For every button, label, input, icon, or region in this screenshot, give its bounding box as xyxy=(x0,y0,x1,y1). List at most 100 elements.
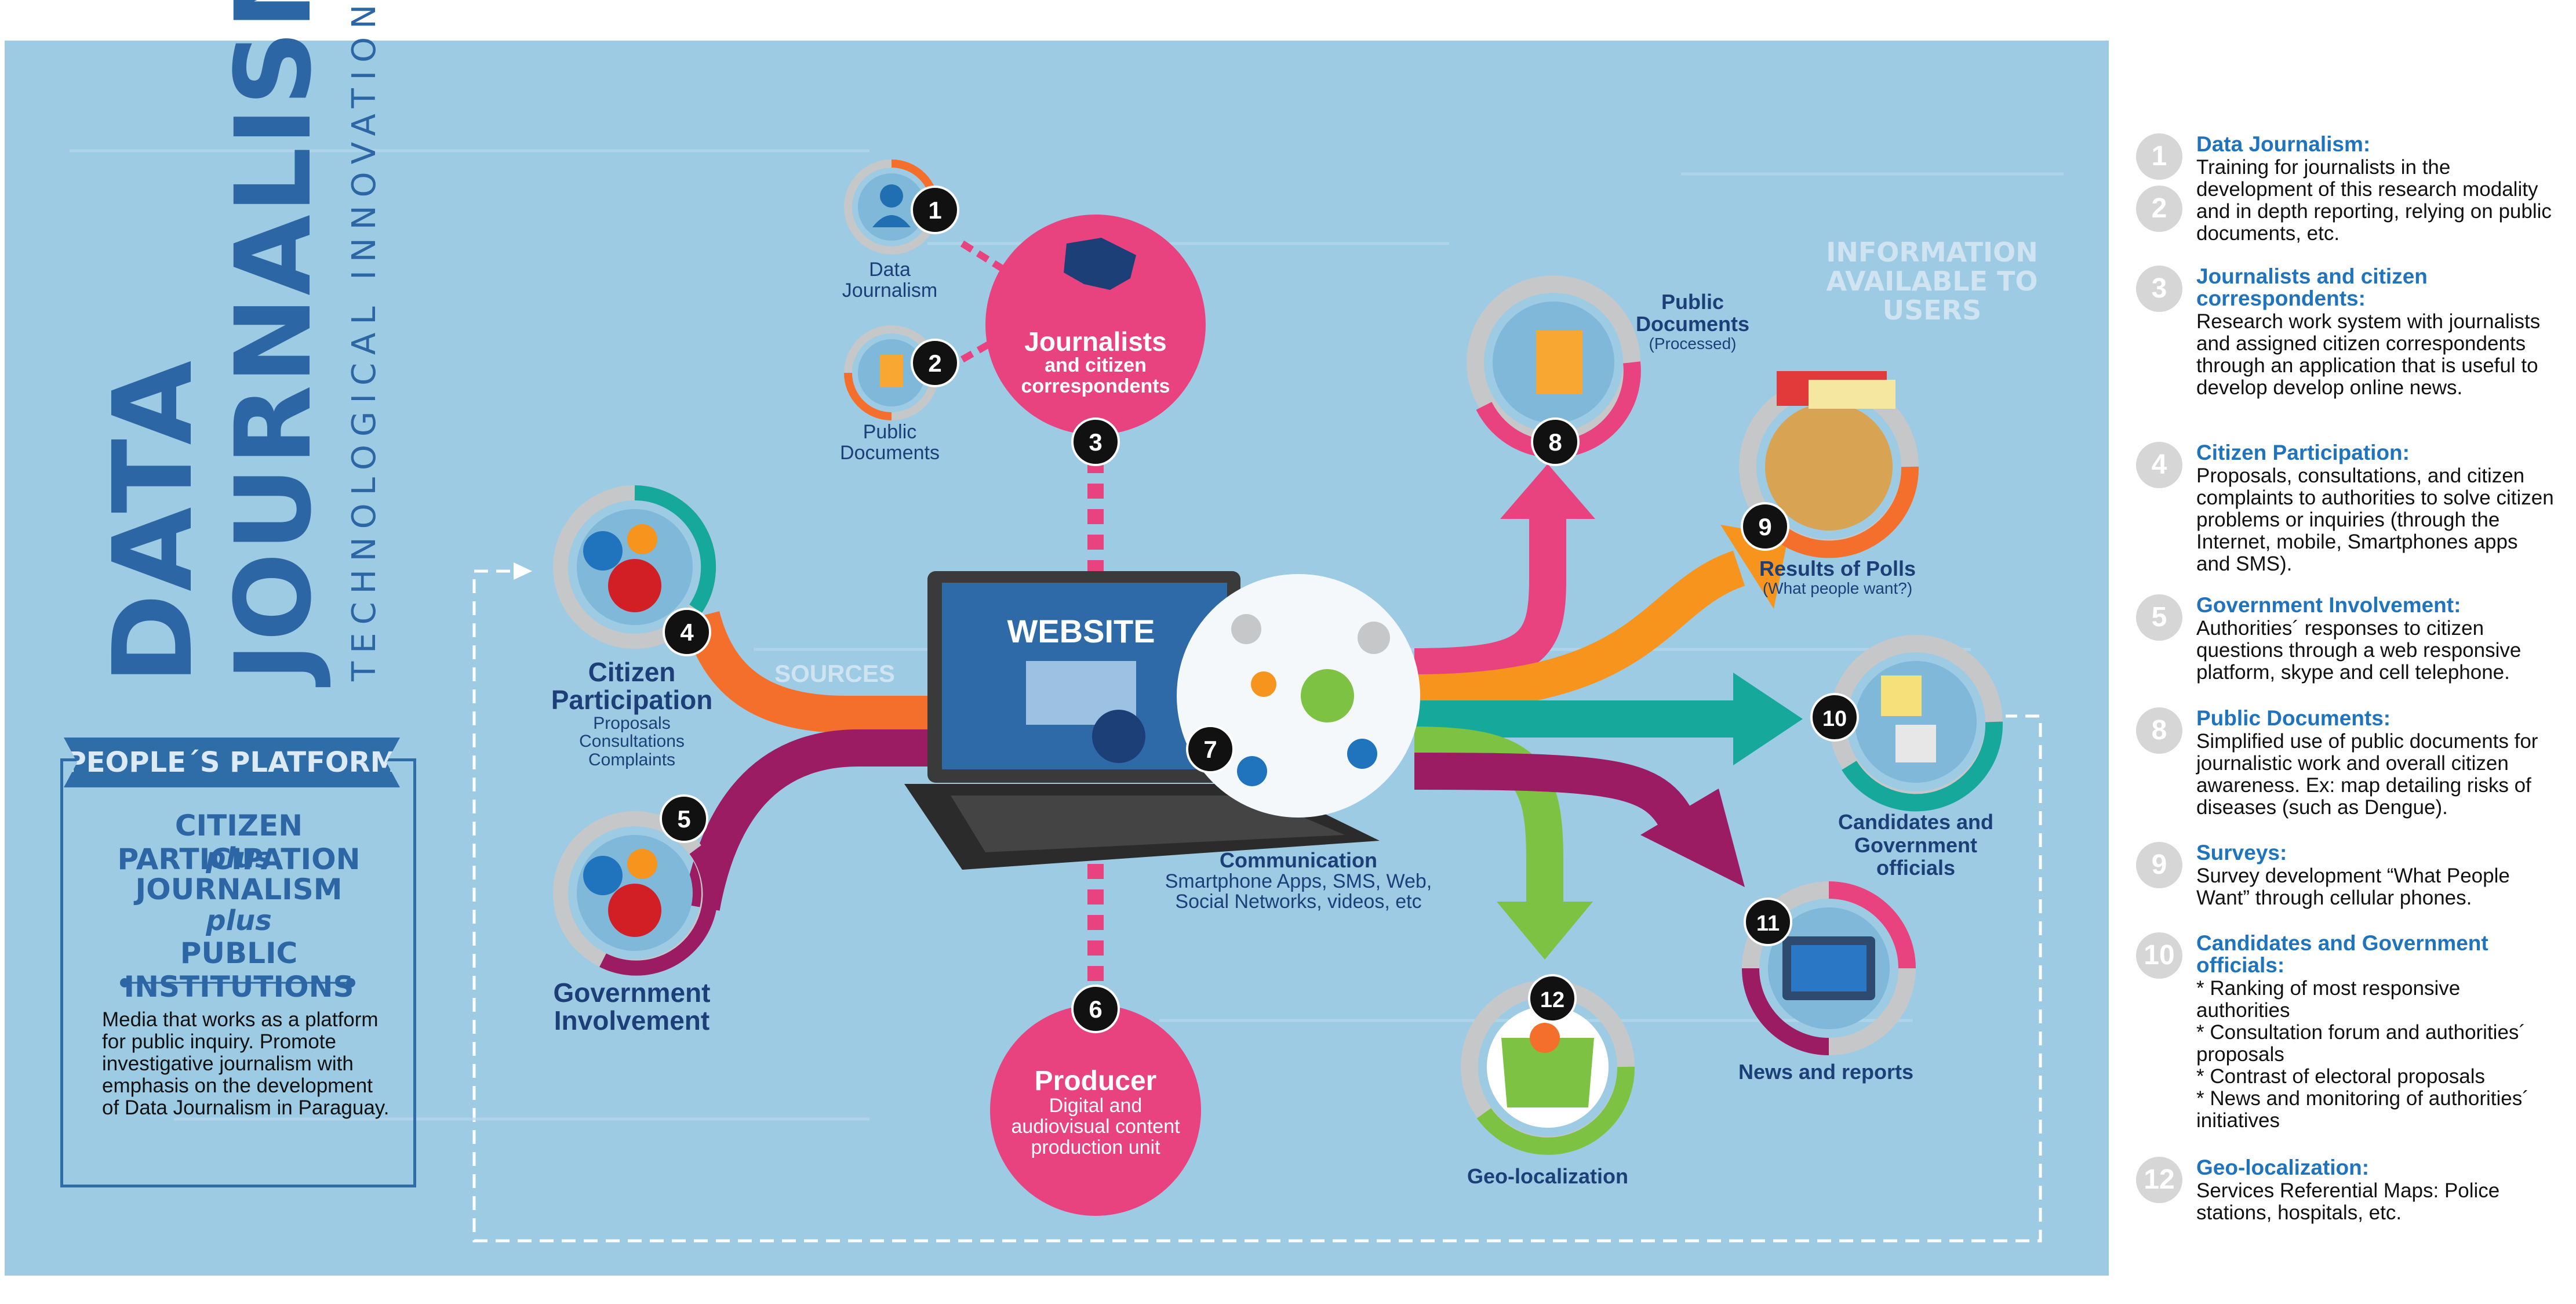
label-public-documents-processed: Public Documents (Processed) xyxy=(1623,291,1762,352)
badge-7: 7 xyxy=(1186,725,1235,773)
legend-text: Research work system with journalists an… xyxy=(2196,310,2541,399)
public-documents-processed-title: Public Documents xyxy=(1635,290,1750,336)
label-data-journalism: Data Journalism xyxy=(842,259,938,302)
platform-description: Media that works as a platform for publi… xyxy=(102,1008,390,1119)
journalists-title: Journalists xyxy=(1024,326,1167,357)
background-texture xyxy=(70,149,2064,1121)
arrow-geo-localization xyxy=(1497,902,1593,960)
citizen-participation-sub2: Consultations xyxy=(579,732,685,751)
node-candidates-icon xyxy=(1829,635,2003,812)
node-results-of-polls-icon xyxy=(1739,371,1919,558)
badge-8-number: 8 xyxy=(1548,428,1562,456)
news-reports-title: News and reports xyxy=(1738,1060,1914,1084)
flow-citizen-participation xyxy=(683,611,985,733)
platform-public-institutions: PUBLIC INSTITUTIONS xyxy=(123,936,354,1004)
legend-title: Citizen Participation: xyxy=(2196,441,2410,464)
peoples-platform-banner: PEOPLE´S PLATFORM xyxy=(64,738,400,787)
badge-2-number: 2 xyxy=(928,350,941,377)
citizen-participation-title: Citizen Participation xyxy=(551,657,713,715)
badge-9-number: 9 xyxy=(1758,513,1771,540)
information-available-label: INFORMATION AVAILABLE TO USERS xyxy=(1826,237,2038,326)
platform-plus-1: plus xyxy=(206,842,272,874)
legend-title: Government Involvement: xyxy=(2196,593,2461,617)
legend-title: Journalists and citizen correspondents: xyxy=(2196,264,2428,310)
node-public-documents-icon xyxy=(844,325,939,420)
legend-title: Surveys: xyxy=(2196,841,2287,865)
candidates-title: Candidates and Government officials xyxy=(1838,810,1994,880)
badge-1-number: 1 xyxy=(928,197,941,224)
node-producer-circle xyxy=(990,1005,1201,1216)
platform-journalism: JOURNALISM xyxy=(135,873,343,906)
label-citizen-participation: Citizen Participation Proposals Consulta… xyxy=(522,658,742,769)
legend-text: * Ranking of most responsive authorities… xyxy=(2196,978,2556,1132)
legend-title: Candidates and Government officials: xyxy=(2196,931,2488,977)
legend-title: Data Journalism: xyxy=(2196,132,2371,156)
connector-data-journalism xyxy=(960,240,1011,276)
citizen-participation-sub1: Proposals xyxy=(593,713,671,733)
legend-number: 5 xyxy=(2136,594,2182,641)
feedback-loop-arrowhead xyxy=(514,562,532,580)
flow-news-reports xyxy=(1414,753,1698,837)
sources-label: SOURCES xyxy=(774,660,895,687)
arrow-news-reports xyxy=(1640,789,1745,887)
results-of-polls-subtitle: (What people want?) xyxy=(1762,579,1913,597)
legend-number: 4 xyxy=(2136,442,2182,488)
legend-number: 2 xyxy=(2136,186,2182,232)
arrow-candidates xyxy=(1733,673,1803,765)
badge-6: 6 xyxy=(1071,985,1120,1033)
label-government-involvement: Government Involvement xyxy=(510,979,754,1035)
label-results-of-polls: Results of Polls (What people want?) xyxy=(1745,558,1930,597)
title-data: DATA xyxy=(90,358,217,684)
label-geo-localization: Geo-localization xyxy=(1449,1165,1646,1187)
journalists-subtitle: and citizen correspondents xyxy=(1021,354,1170,397)
label-communication: Communication Smartphone Apps, SMS, Web,… xyxy=(1154,849,1443,913)
node-journalists-circle xyxy=(985,215,1206,435)
legend-line: * Ranking of most responsive authorities xyxy=(2196,977,2461,1022)
badge-2: 2 xyxy=(911,339,959,387)
badge-1: 1 xyxy=(911,186,959,234)
public-documents-processed-subtitle: (Processed) xyxy=(1649,334,1737,353)
badge-5-number: 5 xyxy=(677,805,690,833)
producer-title: Producer xyxy=(1034,1066,1157,1096)
badge-12-number: 12 xyxy=(1540,988,1564,1012)
badge-10-number: 10 xyxy=(1822,707,1847,731)
badge-11: 11 xyxy=(1744,898,1792,946)
label-producer: Producer Digital and audiovisual content… xyxy=(1000,1066,1191,1158)
badge-3: 3 xyxy=(1071,417,1120,466)
legend-text: Proposals, consultations, and citizen co… xyxy=(2196,464,2554,575)
node-news-reports-icon xyxy=(1742,881,1916,1055)
label-public-documents: Public Documents xyxy=(840,421,940,464)
label-journalists: Journalists and citizen correspondents xyxy=(1000,328,1191,397)
legend-number: 1 xyxy=(2136,133,2182,180)
network-globe-icon xyxy=(1177,574,1420,818)
platform-divider xyxy=(120,978,355,987)
citizen-participation-sub3: Complaints xyxy=(588,750,676,769)
government-involvement-title: Government Involvement xyxy=(553,978,711,1036)
platform-plus-2: plus xyxy=(206,905,272,937)
legend-text: Authorities´ responses to citizen questi… xyxy=(2196,617,2522,684)
node-government-involvement-icon xyxy=(553,811,718,976)
badge-6-number: 6 xyxy=(1089,996,1102,1023)
communication-subtitle: Smartphone Apps, SMS, Web, Social Networ… xyxy=(1165,870,1432,913)
legend-line: * Consultation forum and authorities´ pr… xyxy=(2196,1021,2526,1066)
badge-4: 4 xyxy=(663,608,711,656)
flow-public-documents xyxy=(1414,516,1566,685)
geo-localization-title: Geo-localization xyxy=(1467,1164,1629,1188)
node-citizen-participation-icon xyxy=(553,485,716,649)
badge-7-number: 7 xyxy=(1203,736,1217,763)
legend-text: Simplified use of public documents for j… xyxy=(2196,730,2538,819)
communication-title: Communication xyxy=(1219,848,1377,872)
title-technological-innovations: TECHNOLOGICAL INNOVATIONS xyxy=(345,0,383,681)
legend-number: 8 xyxy=(2136,707,2182,754)
legend-number: 9 xyxy=(2136,842,2182,888)
laptop-illustration xyxy=(904,571,1380,870)
legend-text: Survey development “What People Want” th… xyxy=(2196,865,2510,909)
website-label: WEBSITE xyxy=(1007,613,1155,649)
badge-11-number: 11 xyxy=(1756,911,1780,936)
producer-subtitle: Digital and audiovisual content producti… xyxy=(1011,1095,1180,1158)
legend-text: Services Referential Maps: Police statio… xyxy=(2196,1179,2500,1224)
legend-title: Geo-localization: xyxy=(2196,1156,2370,1179)
legend-title: Public Documents: xyxy=(2196,706,2391,730)
badge-4-number: 4 xyxy=(680,619,694,646)
title-journalism: JOURNALISM xyxy=(213,0,334,681)
